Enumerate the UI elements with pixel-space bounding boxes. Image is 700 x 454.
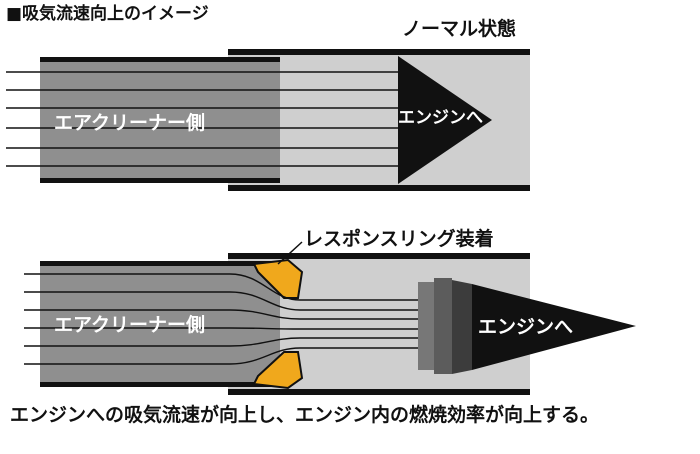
- ring-fitted-diagram: [24, 241, 636, 395]
- ring-flow-lines: [24, 273, 440, 365]
- ring-to-engine-label: エンジンへ: [478, 316, 574, 338]
- normal-air-cleaner-pipe: [40, 60, 280, 180]
- normal-pipe-wall-top: [228, 49, 530, 55]
- speed-ghost-1: [418, 282, 434, 370]
- ring-leader-line: [277, 241, 303, 265]
- flow-line: [24, 291, 440, 311]
- flow-line: [24, 337, 440, 347]
- normal-state-diagram: [6, 49, 530, 191]
- flow-line: [24, 273, 440, 301]
- normal-air-cleaner-wall-top: [40, 57, 280, 62]
- normal-pipe-wall-bottom: [228, 185, 530, 191]
- ring-air-cleaner-label: エアクリーナー側: [54, 314, 206, 336]
- flow-line: [24, 309, 440, 320]
- response-ring-label: レスポンスリング装着: [304, 228, 494, 250]
- figure-title: ■吸気流速向上のイメージ: [6, 4, 209, 24]
- figure-caption: エンジンへの吸気流速が向上し、エンジン内の燃焼効率が向上する。: [10, 404, 600, 426]
- normal-air-cleaner-wall-bottom: [40, 178, 280, 183]
- speed-ghost-2: [434, 278, 452, 374]
- normal-engine-arrow: [398, 56, 492, 184]
- ring-air-cleaner-wall-top: [40, 261, 280, 266]
- response-ring-top: [252, 258, 304, 299]
- normal-flow-lines: [6, 71, 420, 167]
- normal-state-label: ノーマル状態: [402, 18, 517, 40]
- speed-ghost-3: [452, 280, 472, 374]
- ring-air-cleaner-wall-bottom: [40, 382, 280, 387]
- flow-line: [24, 327, 440, 330]
- normal-to-engine-label: エンジンへ: [398, 108, 483, 128]
- response-ring-bottom: [252, 351, 304, 390]
- normal-air-cleaner-label: エアクリーナー側: [54, 112, 206, 134]
- ring-pipe-wall-bottom: [228, 389, 530, 395]
- ring-engine-arrow: [472, 284, 636, 370]
- ring-pipe-wall-top: [228, 253, 530, 259]
- flow-line: [24, 347, 440, 365]
